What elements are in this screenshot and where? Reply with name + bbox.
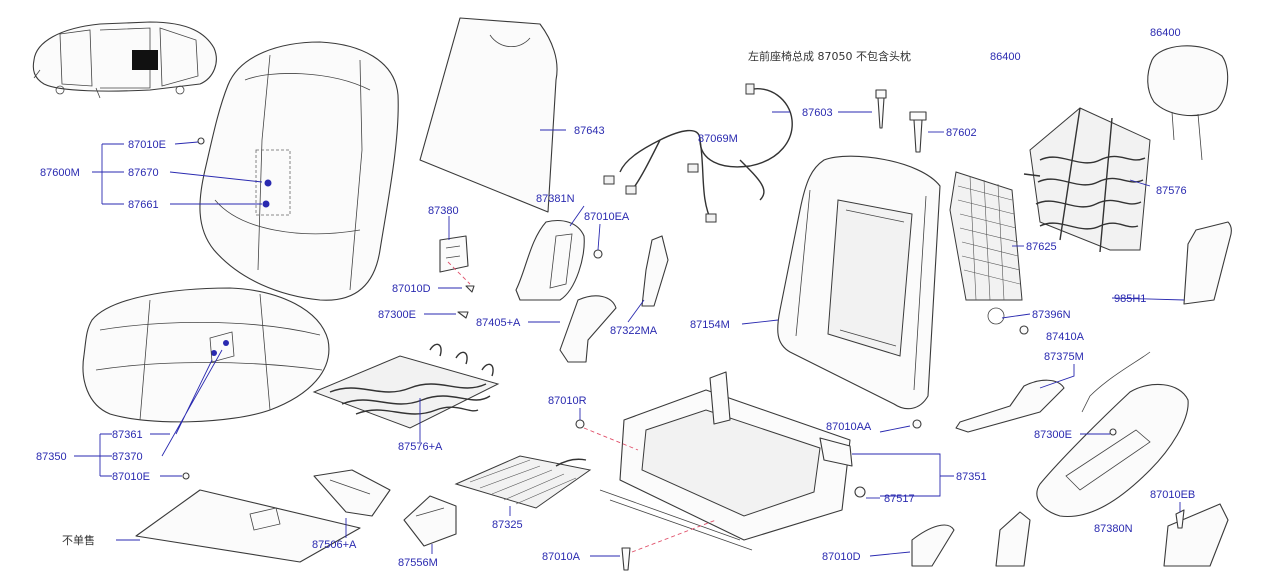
outer-side-shield [1036, 383, 1189, 518]
label-87643: 87643 [574, 125, 605, 137]
label-87010A: 87010A [542, 551, 581, 563]
label-87010D-top: 87010D [392, 283, 431, 295]
fasteners [182, 137, 1185, 571]
seat-cushion-frame [599, 371, 853, 551]
not-sold-separately-note: 不单售 [62, 533, 95, 547]
wire-harness [603, 83, 793, 223]
label-87661: 87661 [128, 199, 159, 211]
bracket-87322MA [641, 235, 669, 307]
label-87381N: 87381N [536, 193, 575, 205]
label-87517: 87517 [884, 493, 915, 505]
label-87010EA: 87010EA [584, 211, 630, 223]
seat-side-trim-lower [955, 379, 1065, 433]
inner-side-trim [515, 219, 585, 301]
recliner-cover [439, 235, 469, 273]
label-87361: 87361 [112, 429, 143, 441]
label-87322MA: 87322MA [610, 325, 658, 337]
label-87576A: 87576+A [398, 441, 443, 453]
lumbar-support-grid [949, 171, 1023, 301]
label-87300E-right: 87300E [1034, 429, 1072, 441]
label-87010D-bottom: 87010D [822, 551, 861, 563]
label-87010R: 87010R [548, 395, 587, 407]
headrest [1147, 45, 1229, 161]
front-lower-trim [995, 503, 1229, 567]
label-87405A: 87405+A [476, 317, 521, 329]
headrest-guide-87603 [875, 89, 887, 129]
seat-spring-assembly [312, 343, 500, 429]
seat-location-marker [132, 50, 158, 70]
back-board-panel [419, 17, 558, 213]
label-87556M: 87556M [398, 557, 438, 569]
label-87410A: 87410A [1046, 331, 1085, 343]
seat-back-cushion [199, 41, 399, 301]
lower-trim-clip [911, 524, 955, 567]
headrest-guide-87602 [909, 111, 927, 153]
label-87600M: 87600M [40, 167, 80, 179]
leader-lines [74, 111, 1185, 557]
label-87069M: 87069M [698, 133, 738, 145]
label-87670: 87670 [128, 167, 159, 179]
back-spring-mat [1023, 107, 1151, 253]
label-87370: 87370 [112, 451, 143, 463]
label-87010E-bottom: 87010E [112, 471, 150, 483]
label-87351: 87351 [956, 471, 987, 483]
label-87154M: 87154M [690, 319, 730, 331]
bracket-87506A [313, 469, 391, 517]
label-87602: 87602 [946, 127, 977, 139]
label-87325: 87325 [492, 519, 523, 531]
seat-bottom-pad [135, 489, 361, 563]
label-87506A: 87506+A [312, 539, 357, 551]
label-86400: 86400 [1150, 27, 1181, 39]
label-87350: 87350 [36, 451, 67, 463]
label-87380N: 87380N [1094, 523, 1133, 535]
label-87010AA: 87010AA [826, 421, 872, 433]
recliner-side-cover [559, 295, 617, 363]
seat-back-frame [777, 155, 941, 410]
header-note: 左前座椅总成 87050 不包含头枕 [748, 49, 911, 63]
label-87576: 87576 [1156, 185, 1187, 197]
label-87625: 87625 [1026, 241, 1057, 253]
label-87603: 87603 [802, 107, 833, 119]
seat-heater-mat [454, 455, 592, 509]
label-86400-note: 86400 [990, 51, 1021, 63]
bracket-87556M [403, 495, 457, 547]
label-87010E-top: 87010E [128, 139, 166, 151]
seat-cushion [82, 287, 330, 423]
label-87375M: 87375M [1044, 351, 1084, 363]
side-airbag-module [1081, 221, 1232, 413]
label-87010EB: 87010EB [1150, 489, 1195, 501]
label-87300E-left: 87300E [378, 309, 416, 321]
label-87380: 87380 [428, 205, 459, 217]
label-985H1: 985H1 [1114, 293, 1146, 305]
car-location-thumbnail [32, 21, 217, 99]
label-87396N: 87396N [1032, 309, 1071, 321]
